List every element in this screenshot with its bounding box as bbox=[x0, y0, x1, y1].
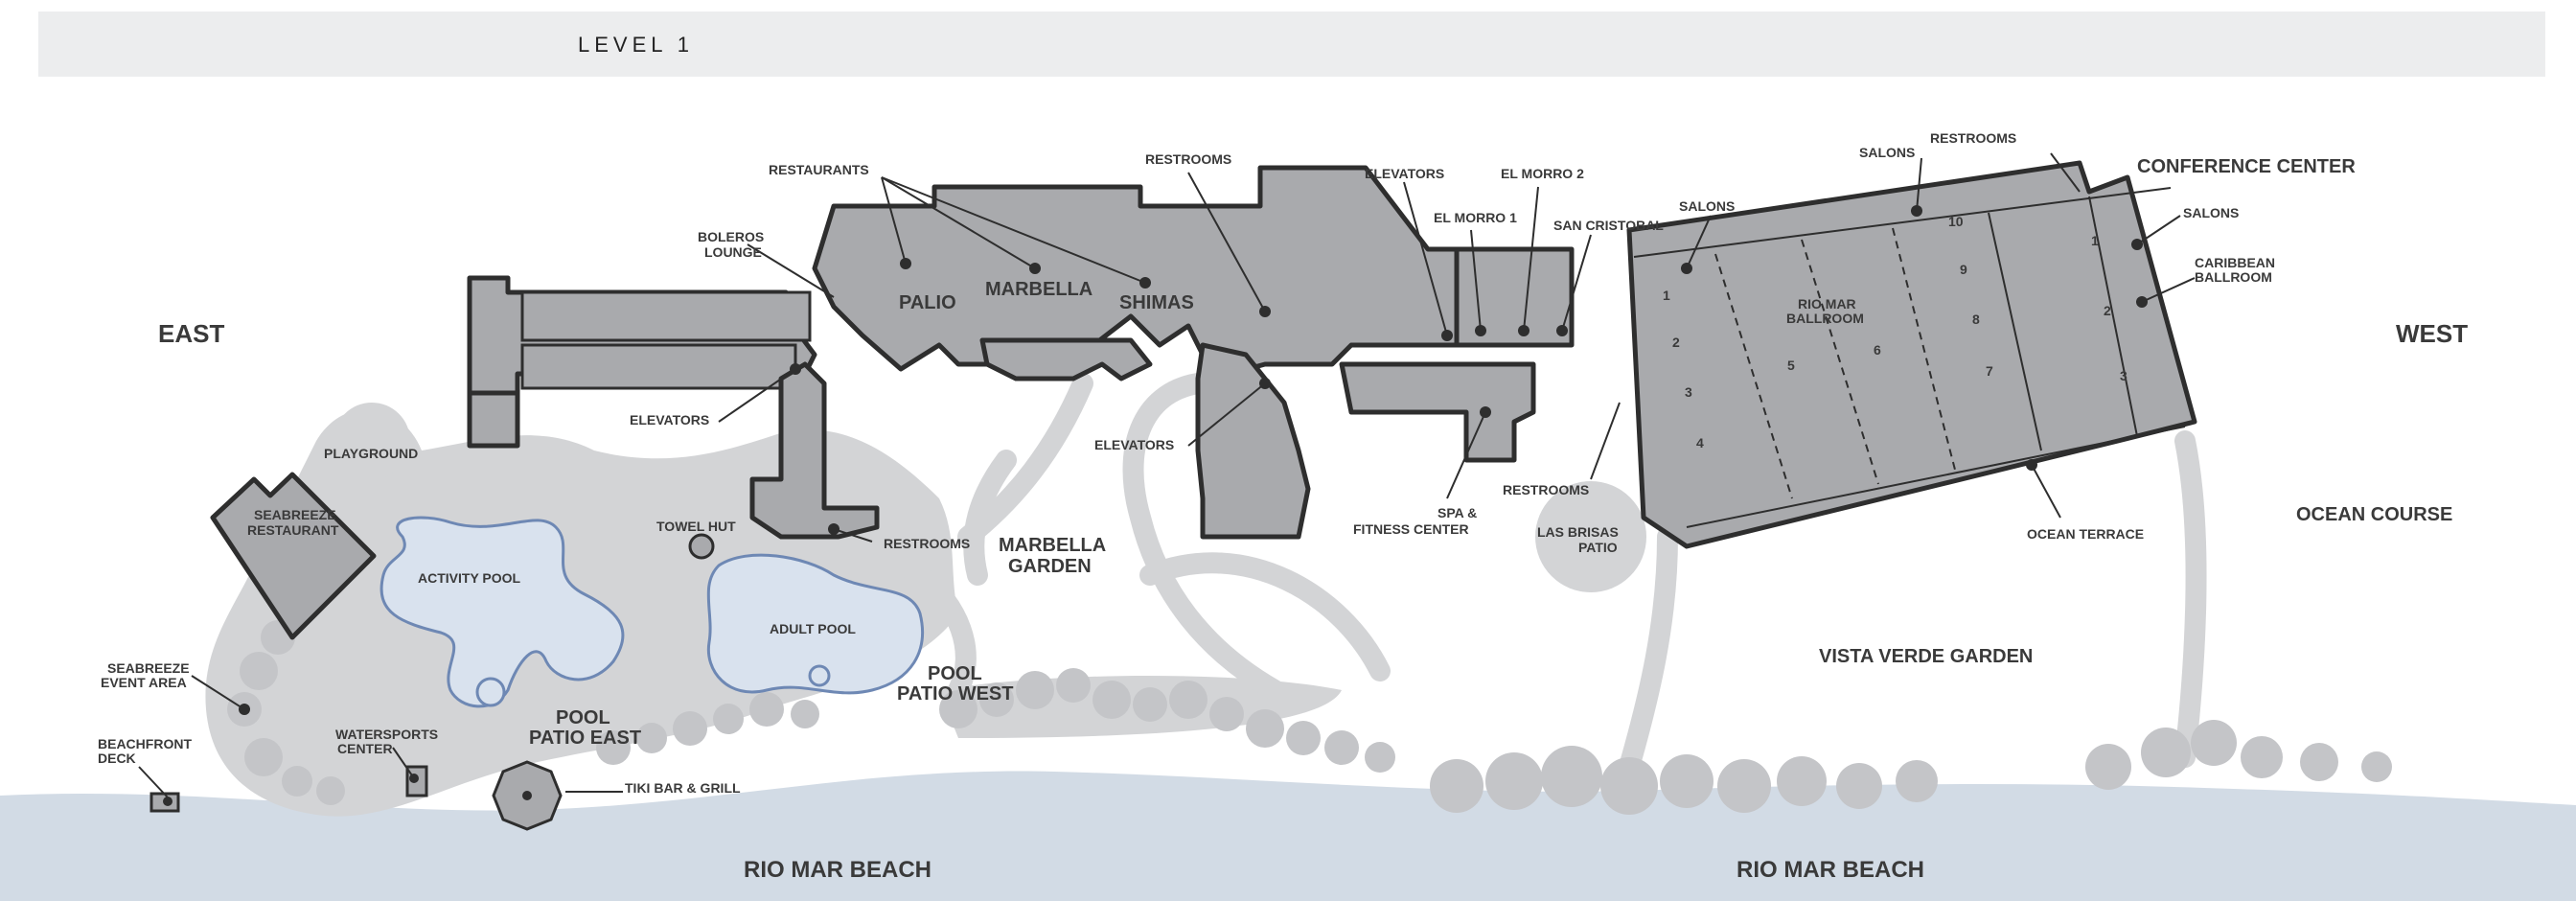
label-restrooms-spa: RESTROOMS bbox=[1503, 482, 1589, 497]
label-adult-pool: ADULT POOL bbox=[770, 621, 856, 636]
label-restaurants: RESTAURANTS bbox=[769, 162, 869, 177]
conference-center-building[interactable] bbox=[1626, 160, 2197, 549]
room-number: 5 bbox=[1787, 358, 1795, 373]
room-number: 7 bbox=[1986, 363, 1993, 379]
label-seabreeze-event-2: EVENT AREA bbox=[101, 675, 187, 690]
label-el-morro-2: EL MORRO 2 bbox=[1501, 166, 1584, 181]
label-seabreeze-restaurant-1: SEABREEZE bbox=[254, 507, 336, 522]
label-pool-patio-east-1: POOL bbox=[556, 707, 610, 728]
label-restrooms-pool: RESTROOMS bbox=[884, 536, 970, 551]
label-watersports-2: CENTER bbox=[337, 741, 393, 756]
label-spa-fitness-1: SPA & bbox=[1438, 505, 1477, 520]
label-boleros-lounge-1: BOLEROS bbox=[698, 229, 764, 244]
room-number: 9 bbox=[1960, 262, 1967, 277]
label-salons-top: SALONS bbox=[1859, 145, 1915, 160]
label-rio-mar-beach-right: RIO MAR BEACH bbox=[1736, 857, 1924, 883]
room-number: 3 bbox=[2120, 368, 2128, 383]
label-seabreeze-restaurant-2: RESTAURANT bbox=[247, 522, 339, 538]
label-las-brisas-1: LAS BRISAS bbox=[1537, 524, 1619, 540]
seabreeze-restaurant-building[interactable] bbox=[210, 472, 377, 640]
label-restrooms-top: RESTROOMS bbox=[1145, 151, 1231, 167]
label-caribbean-ballroom-1: CARIBBEAN bbox=[2195, 255, 2275, 270]
label-marbella-garden-2: GARDEN bbox=[1008, 556, 1092, 577]
label-spa-fitness-2: FITNESS CENTER bbox=[1353, 521, 1469, 537]
room-number: 6 bbox=[1874, 342, 1881, 358]
label-shimas: SHIMAS bbox=[1119, 292, 1194, 313]
leader-dots bbox=[163, 205, 2148, 806]
room-number: 10 bbox=[1948, 214, 1964, 229]
label-east: EAST bbox=[158, 319, 224, 348]
label-ocean-terrace: OCEAN TERRACE bbox=[2027, 526, 2144, 542]
room-number: 2 bbox=[1672, 335, 1680, 350]
label-west: WEST bbox=[2396, 319, 2468, 348]
label-elevators-mid: ELEVATORS bbox=[1094, 437, 1174, 452]
label-towel-hut: TOWEL HUT bbox=[656, 519, 736, 534]
label-playground: PLAYGROUND bbox=[324, 446, 418, 461]
label-las-brisas-2: PATIO bbox=[1578, 540, 1618, 555]
label-rio-mar-ballroom-2: BALLROOM bbox=[1786, 311, 1864, 326]
room-numbers: 1 2 3 4 5 6 10 9 8 7 1 2 3 bbox=[1663, 214, 2128, 450]
label-seabreeze-event-1: SEABREEZE bbox=[107, 660, 190, 676]
label-marbella: MARBELLA bbox=[985, 279, 1092, 300]
label-pool-patio-west-2: PATIO WEST bbox=[897, 683, 1013, 705]
label-salons-right: SALONS bbox=[2183, 205, 2239, 220]
towel-hut[interactable] bbox=[688, 533, 715, 560]
label-caribbean-ballroom-2: BALLROOM bbox=[2195, 269, 2272, 285]
level-title: LEVEL 1 bbox=[578, 33, 695, 57]
label-rio-mar-beach-left: RIO MAR BEACH bbox=[744, 857, 932, 883]
leader-lines bbox=[138, 152, 2196, 798]
label-salons-left: SALONS bbox=[1679, 198, 1735, 214]
label-pool-patio-west-1: POOL bbox=[928, 663, 982, 684]
label-activity-pool: ACTIVITY POOL bbox=[418, 570, 521, 586]
label-vista-verde-garden: VISTA VERDE GARDEN bbox=[1819, 646, 2033, 667]
hotel-buildings[interactable] bbox=[467, 165, 1575, 540]
sea bbox=[0, 771, 2576, 901]
adult-pool[interactable] bbox=[706, 553, 925, 695]
label-pool-patio-east-2: PATIO EAST bbox=[529, 728, 641, 749]
room-number: 1 bbox=[2091, 233, 2099, 248]
walkways bbox=[641, 373, 2207, 777]
label-conference-center: CONFERENCE CENTER bbox=[2137, 156, 2356, 177]
spa-tub-1 bbox=[475, 677, 506, 707]
label-restrooms-conf: RESTROOMS bbox=[1930, 130, 2016, 146]
label-watersports-1: WATERSPORTS bbox=[335, 727, 438, 742]
room-number: 2 bbox=[2104, 303, 2111, 318]
label-beachfront-deck-1: BEACHFRONT bbox=[98, 736, 192, 751]
spa-tub-2 bbox=[808, 664, 831, 687]
room-number: 4 bbox=[1696, 435, 1704, 450]
room-number: 3 bbox=[1685, 384, 1692, 400]
label-beachfront-deck-2: DECK bbox=[98, 751, 136, 766]
label-ocean-course: OCEAN COURSE bbox=[2296, 504, 2452, 525]
room-number: 8 bbox=[1972, 312, 1980, 327]
label-rio-mar-ballroom-1: RIO MAR bbox=[1798, 296, 1856, 312]
label-tiki-bar: TIKI BAR & GRILL bbox=[625, 780, 741, 796]
label-san-cristobal: SAN CRISTOBAL bbox=[1553, 218, 1664, 233]
label-elevators-left: ELEVATORS bbox=[630, 412, 709, 427]
map-labels: EAST WEST RESTAURANTS BOLEROS LOUNGE PAL… bbox=[98, 130, 2468, 883]
activity-pool[interactable] bbox=[380, 516, 625, 708]
label-elevators-top: ELEVATORS bbox=[1365, 166, 1444, 181]
header-bar bbox=[38, 12, 2545, 77]
room-number: 1 bbox=[1663, 288, 1670, 303]
label-palio: PALIO bbox=[899, 292, 956, 313]
label-el-morro-1: EL MORRO 1 bbox=[1434, 210, 1517, 225]
label-marbella-garden-1: MARBELLA bbox=[999, 535, 1106, 556]
label-boleros-lounge-2: LOUNGE bbox=[704, 244, 762, 260]
